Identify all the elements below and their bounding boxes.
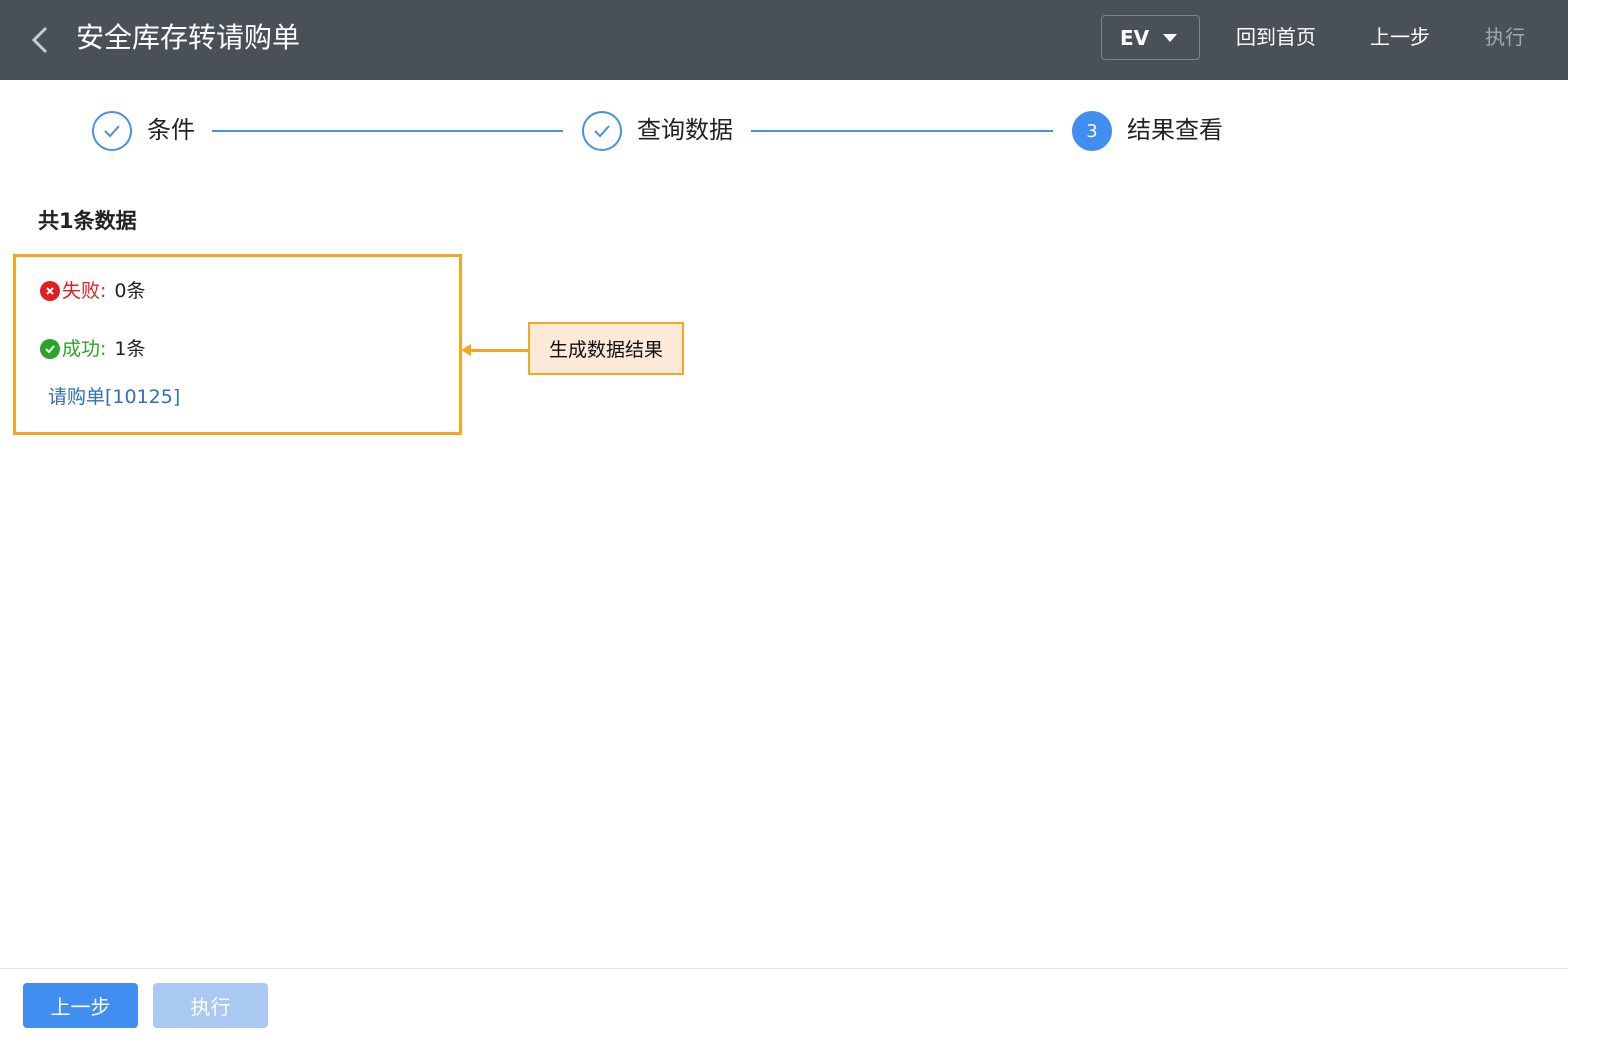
ev-dropdown-label: EV bbox=[1120, 25, 1150, 50]
header-prev-button[interactable]: 上一步 bbox=[1370, 25, 1430, 49]
check-circle-icon bbox=[40, 339, 60, 359]
ev-dropdown[interactable]: EV bbox=[1101, 15, 1200, 60]
fail-value: 0条 bbox=[114, 280, 146, 302]
check-icon bbox=[104, 125, 120, 138]
step-connector bbox=[751, 130, 1053, 132]
callout-arrow-line bbox=[470, 349, 528, 352]
caret-down-icon bbox=[1163, 33, 1178, 42]
header-execute-button[interactable]: 执行 bbox=[1485, 25, 1525, 49]
home-button[interactable]: 回到首页 bbox=[1236, 25, 1316, 49]
step-1-label: 条件 bbox=[147, 116, 195, 144]
success-row: 成功: 1条 bbox=[40, 335, 146, 363]
callout-arrow-head bbox=[461, 344, 471, 356]
annotation-callout: 生成数据结果 bbox=[528, 322, 684, 375]
fail-label: 失败: bbox=[62, 280, 107, 302]
success-value: 1条 bbox=[114, 338, 146, 360]
footer-execute-button[interactable]: 执行 bbox=[153, 983, 268, 1028]
step-2-done bbox=[582, 111, 622, 151]
chevron-left-icon bbox=[31, 26, 48, 54]
page-title: 安全库存转请购单 bbox=[76, 21, 301, 54]
total-count: 共1条数据 bbox=[38, 209, 137, 233]
step-3-number: 3 bbox=[1086, 120, 1098, 142]
success-label: 成功: bbox=[62, 338, 107, 360]
result-panel: 失败: 0条 成功: 1条 请购单[10125] bbox=[13, 254, 462, 435]
fail-row: 失败: 0条 bbox=[40, 277, 146, 305]
footer-divider bbox=[0, 968, 1568, 969]
step-indicator: 条件 查询数据 3 结果查看 bbox=[0, 105, 1568, 161]
check-icon bbox=[594, 125, 610, 138]
back-button[interactable] bbox=[28, 22, 58, 58]
footer-prev-button[interactable]: 上一步 bbox=[23, 983, 138, 1028]
step-connector bbox=[212, 130, 563, 132]
step-3-label: 结果查看 bbox=[1127, 116, 1223, 144]
step-3-active: 3 bbox=[1072, 111, 1112, 151]
step-1-done bbox=[92, 111, 132, 151]
top-bar: 安全库存转请购单 EV 回到首页 上一步 执行 bbox=[0, 0, 1568, 80]
x-circle-icon bbox=[40, 281, 60, 301]
step-2-label: 查询数据 bbox=[637, 116, 733, 144]
purchase-request-link[interactable]: 请购单[10125] bbox=[48, 386, 181, 408]
